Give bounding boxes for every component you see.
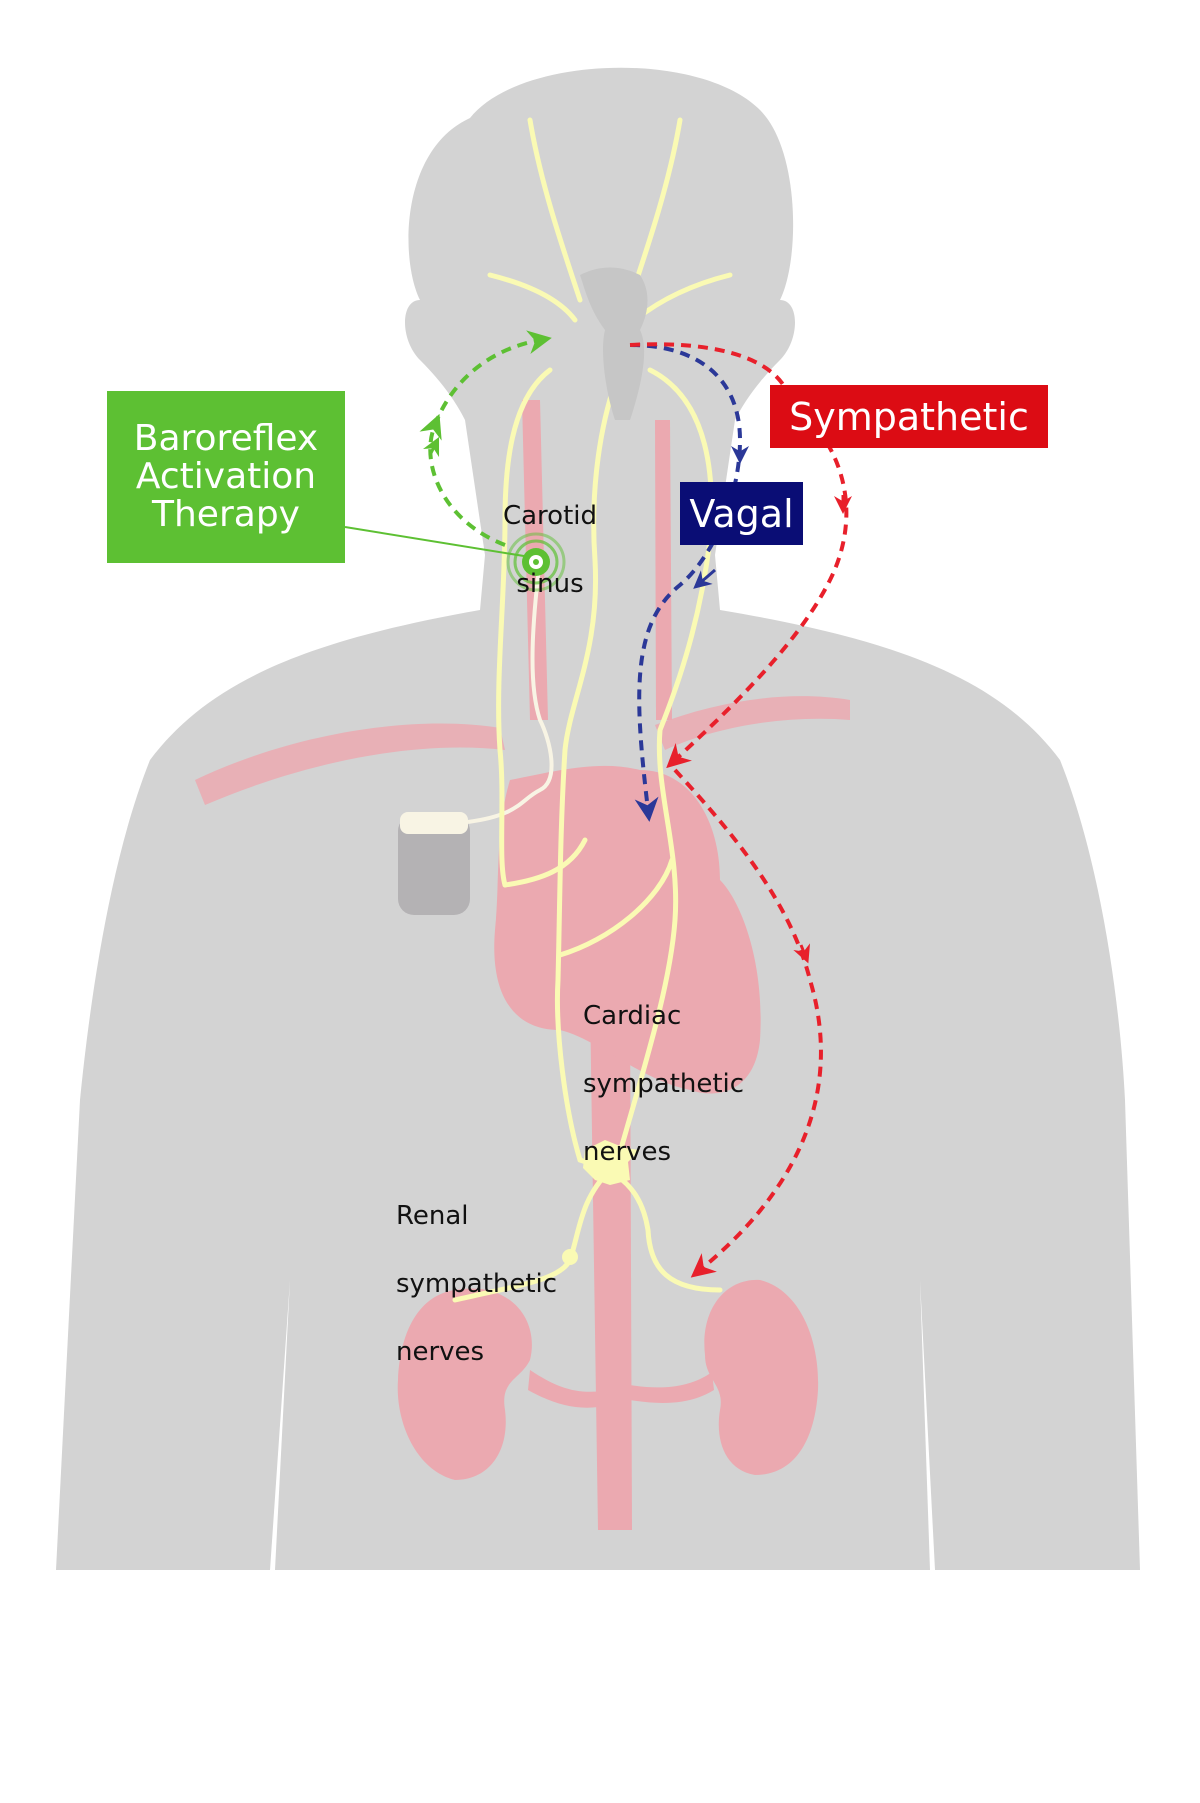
sympathetic-label-box: Sympathetic <box>770 385 1048 448</box>
right-kidney <box>704 1279 819 1475</box>
vagal-label: Vagal <box>689 491 794 536</box>
therapy-label-line2: Activation <box>135 456 317 497</box>
carotid-label-line2: sinus <box>516 569 584 599</box>
renal-label-line3: nerves <box>396 1337 485 1367</box>
renal-nerves-label: Renal sympathetic nerves <box>396 1165 557 1403</box>
stimulation-electrode-icon <box>506 532 566 592</box>
brainstem <box>580 267 648 420</box>
left-kidney <box>397 1288 532 1480</box>
ganglia <box>562 1140 640 1265</box>
vagal-label-box: Vagal <box>680 482 803 545</box>
cardiac-label-line2: sympathetic <box>583 1069 745 1099</box>
renal-label-line1: Renal <box>396 1201 469 1231</box>
cardiac-label-line1: Cardiac <box>583 1001 682 1031</box>
sympathetic-label: Sympathetic <box>789 394 1029 439</box>
cardiac-label-line3: nerves <box>583 1137 672 1167</box>
therapy-label-line1: Baroreflex <box>133 418 319 459</box>
therapy-connector-line <box>344 526 531 558</box>
baroreflex-arrow <box>419 330 552 547</box>
carotid-sinus-label: Carotid sinus <box>480 465 620 635</box>
cardiac-nerves-label: Cardiac sympathetic nerves <box>583 965 744 1203</box>
carotid-label-line1: Carotid <box>502 501 598 531</box>
vagal-arrow <box>629 343 743 822</box>
renal-label-line2: sympathetic <box>396 1269 558 1299</box>
therapy-label-box: Baroreflex Activation Therapy <box>107 391 345 563</box>
therapy-label-line3: Therapy <box>152 494 300 535</box>
pulse-generator-icon <box>398 559 554 915</box>
